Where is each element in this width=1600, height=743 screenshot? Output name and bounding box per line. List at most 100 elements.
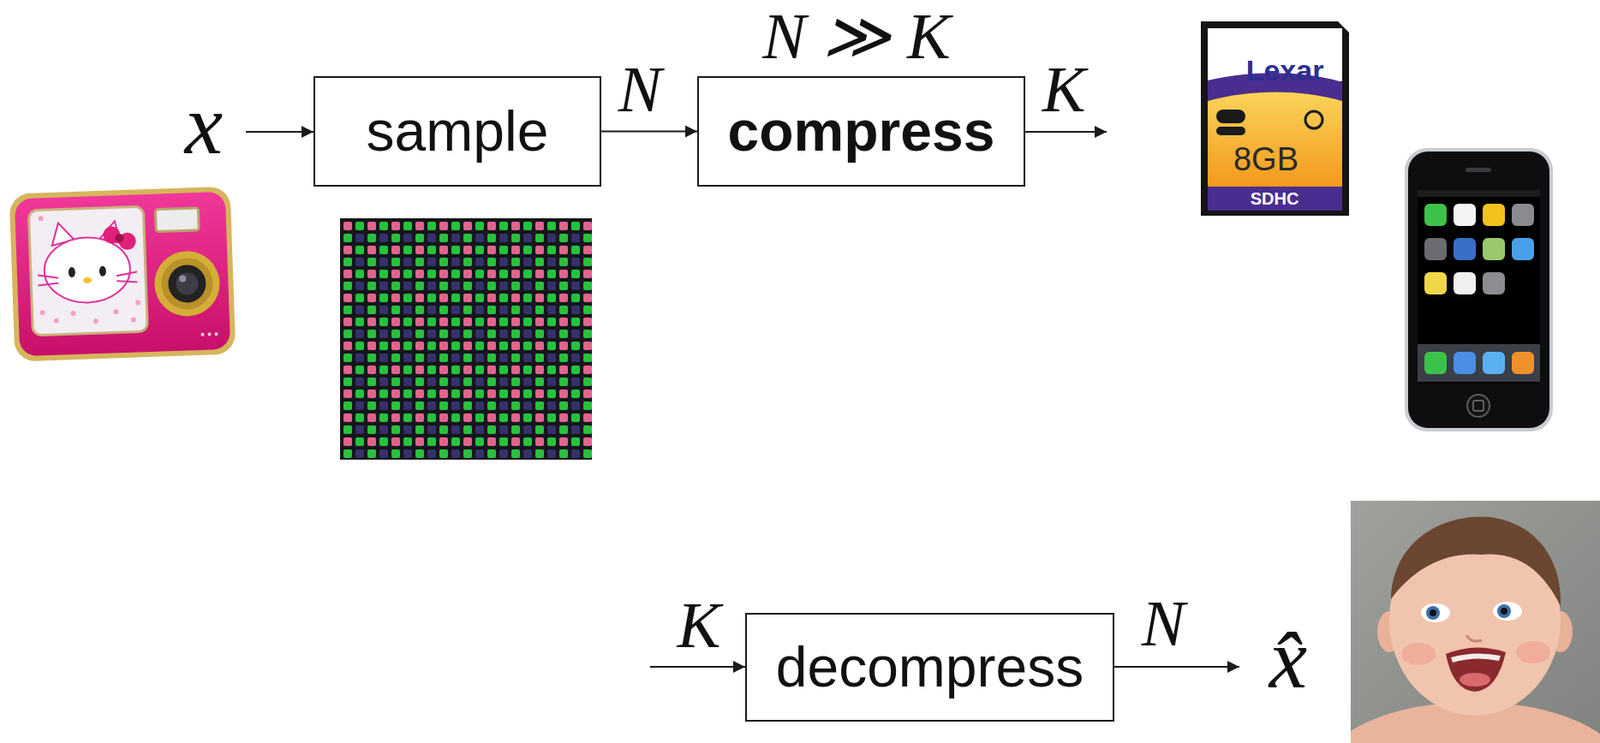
sensor-mosaic-part [487, 425, 496, 435]
signal-size: K [1042, 56, 1087, 122]
sensor-mosaic-part [343, 341, 353, 351]
sensor-mosaic-part [559, 317, 568, 327]
sensor-mosaic-part [403, 293, 412, 303]
sensor-mosaic-part [379, 341, 389, 351]
sensor-mosaic-part [523, 317, 532, 327]
camera-illustration-part [43, 236, 132, 305]
sensor-mosaic-part [511, 293, 520, 303]
sensor-mosaic-part [487, 245, 496, 255]
sensor-mosaic-part [391, 233, 400, 243]
sensor-mosaic-part [391, 329, 400, 339]
sensor-mosaic-part [403, 329, 412, 339]
sensor-mosaic-part [511, 353, 520, 363]
sensor-mosaic-part [535, 437, 544, 447]
camera-illustration-part [68, 267, 76, 278]
sensor-mosaic-part [475, 341, 484, 351]
sensor-mosaic-part [535, 305, 544, 315]
camera-illustration-part [28, 206, 148, 336]
sensor-mosaic-part [439, 353, 448, 363]
sensor-mosaic-part [523, 305, 532, 315]
sensor-mosaic-part [499, 353, 508, 363]
capacity-text: 8GB [1233, 143, 1299, 176]
sensor-mosaic-part [547, 257, 556, 267]
signal-size: K [677, 592, 722, 658]
sensor-mosaic-part [463, 317, 472, 327]
sensor-mosaic-part [451, 341, 460, 351]
sensor-mosaic-part [415, 377, 424, 387]
sensor-mosaic-part [415, 269, 424, 279]
phone-illustration-part [1511, 352, 1535, 375]
baby-photo-part [1426, 606, 1440, 621]
sensor-mosaic-part [367, 413, 377, 423]
camera-illustration-part-part [116, 271, 138, 276]
sensor-mosaic-part [559, 293, 568, 303]
sensor-mosaic-part [355, 305, 365, 315]
sensor-mosaic-part [379, 401, 389, 411]
sensor-mosaic-part [571, 269, 580, 279]
sensor-mosaic-part [367, 401, 377, 411]
camera-illustration-part [83, 277, 92, 284]
phone-illustration-part [1453, 272, 1476, 295]
sensor-mosaic-part [583, 377, 592, 387]
sensor-mosaic-part [367, 389, 377, 399]
sensor-mosaic-part [379, 233, 389, 243]
camera-illustration-part-part [37, 283, 59, 287]
sensor-mosaic-part [391, 317, 400, 327]
sensor-mosaic-part [415, 341, 424, 351]
sensor-mosaic-part [583, 257, 592, 267]
camera-illustration-part-part [131, 317, 137, 323]
sensor-mosaic-part [355, 317, 365, 327]
sensor-mosaic-part [487, 353, 496, 363]
sensor-mosaic-part [571, 281, 580, 291]
sensor-mosaic-part [487, 389, 496, 399]
sensor-mosaic-part [403, 365, 412, 375]
sensor-mosaic-part [427, 437, 436, 447]
sensor-mosaic-part [499, 245, 508, 255]
sensor-mosaic-part [535, 233, 544, 243]
sensor-mosaic-part [559, 401, 568, 411]
sensor-mosaic-part [547, 293, 556, 303]
sensor-mosaic-part [487, 293, 496, 303]
sd-card-illustration-part [1207, 92, 1343, 188]
sensor-mosaic-part [511, 281, 520, 291]
sensor-mosaic-part [367, 365, 377, 375]
baby-photo-part [1450, 653, 1501, 663]
sensor-mosaic-part [367, 425, 377, 435]
phone-illustration-part [1453, 238, 1476, 261]
camera-illustration-part-part [70, 310, 76, 317]
sensor-mosaic-part [451, 281, 460, 291]
sensor-mosaic-part [487, 233, 496, 243]
sensor-mosaic-part [523, 257, 532, 267]
sensor-mosaic-part [463, 245, 472, 255]
camera-illustration-part [9, 186, 237, 363]
sensor-mosaic-part [535, 413, 544, 423]
sensor-mosaic-part [547, 413, 556, 423]
sensor-mosaic-part [583, 437, 592, 447]
sensor-mosaic-part [343, 449, 353, 459]
sensor-mosaic-part [343, 257, 353, 267]
sensor-mosaic-part [475, 413, 484, 423]
sensor-mosaic-part [391, 389, 400, 399]
sensor-mosaic-part [403, 233, 412, 243]
sensor-mosaic-part [451, 389, 460, 399]
sensor-mosaic-part [355, 269, 365, 279]
sensor-mosaic-part [487, 413, 496, 423]
sensor-mosaic-part [583, 449, 592, 459]
sensor-mosaic-part [523, 329, 532, 339]
card-type-text: SDHC [1250, 190, 1300, 208]
camera-illustration-part-part [37, 274, 59, 280]
sensor-mosaic-part [343, 377, 353, 387]
phone-illustration-part [1453, 203, 1476, 227]
sensor-mosaic-part [355, 365, 365, 375]
sensor-mosaic-part [499, 425, 508, 435]
sensor-mosaic-part [379, 257, 389, 267]
sensor-mosaic-part [427, 233, 436, 243]
sensor-mosaic-part [355, 221, 365, 231]
sensor-mosaic-part [415, 353, 424, 363]
sensor-mosaic-part [475, 353, 484, 363]
sensor-mosaic-part [391, 413, 400, 423]
phone-illustration-part [1511, 238, 1535, 261]
sensor-mosaic-part [523, 341, 532, 351]
camera-illustration-part [155, 208, 199, 233]
sensor-mosaic-part [523, 293, 532, 303]
